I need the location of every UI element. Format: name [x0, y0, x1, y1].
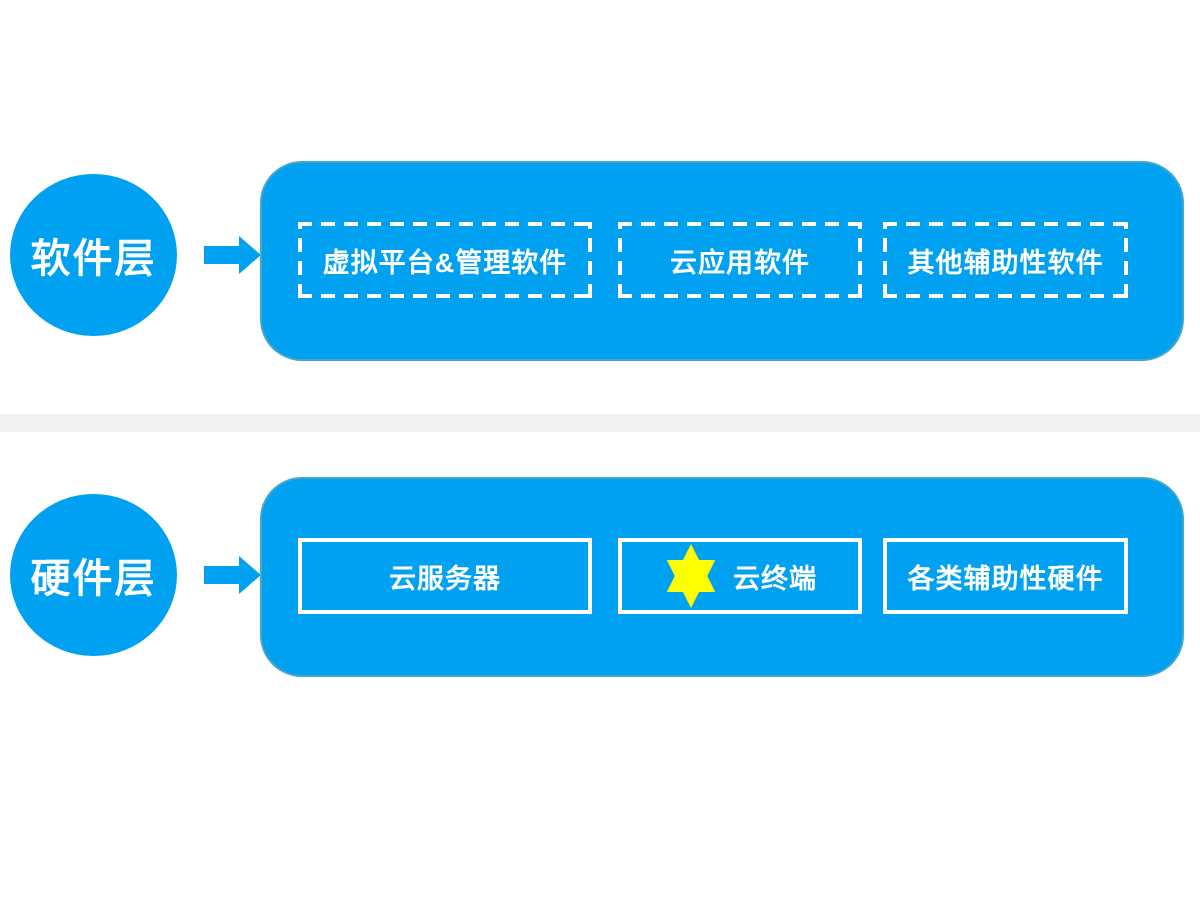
- item-label: 云应用软件: [670, 247, 810, 278]
- item-label: 虚拟平台&管理软件: [322, 247, 568, 278]
- item-box-cloud-terminal: 云终端: [618, 538, 862, 614]
- item-label: 其他辅助性软件: [907, 247, 1104, 278]
- item-box-cloud-server: 云服务器: [298, 538, 592, 614]
- right-arrow-icon: [204, 236, 261, 274]
- item-label: 云服务器: [389, 563, 501, 594]
- hardware-layer-panel: 云服务器 云终端 各类辅助性硬件: [260, 477, 1184, 677]
- hardware-layer-ellipse: 硬件层: [10, 494, 177, 656]
- six-pointed-star-icon: [666, 544, 716, 608]
- section-divider: [0, 414, 1200, 432]
- hardware-layer-label: 硬件层: [30, 557, 157, 601]
- item-box-virtual-platform: 虚拟平台&管理软件: [298, 222, 592, 298]
- item-box-other-aux-hardware: 各类辅助性硬件: [883, 538, 1128, 614]
- item-label: 云终端: [733, 563, 817, 594]
- right-arrow-icon: [204, 556, 261, 594]
- software-layer-label: 软件层: [30, 237, 157, 281]
- software-layer-panel: 虚拟平台&管理软件 云应用软件 其他辅助性软件: [260, 161, 1184, 361]
- software-layer-ellipse: 软件层: [10, 174, 177, 336]
- item-box-other-aux-software: 其他辅助性软件: [883, 222, 1128, 298]
- item-label: 各类辅助性硬件: [907, 563, 1104, 594]
- item-box-cloud-app-software: 云应用软件: [618, 222, 862, 298]
